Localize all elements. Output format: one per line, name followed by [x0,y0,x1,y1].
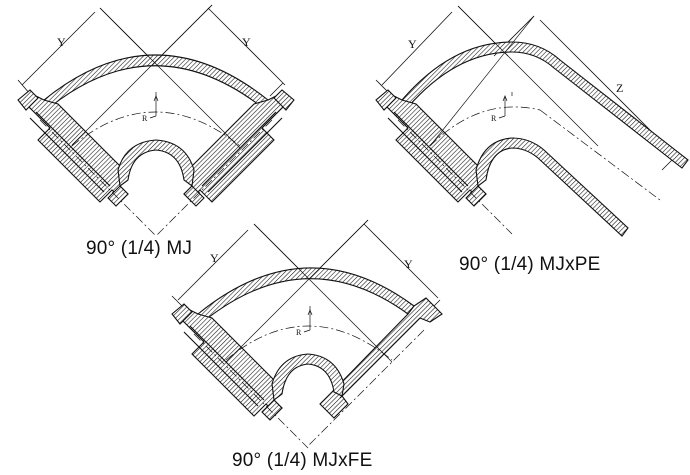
inner-wall [271,353,345,402]
caption-mj: 90° (1/4) MJ [86,238,193,259]
fitting-mjxpe: Y Z [375,5,689,237]
left-hub [25,95,129,203]
radius-marker: R [142,95,159,123]
caption-mjxfe: 90° (1/4) MJxFE [232,450,373,471]
centerlines [397,92,661,235]
fitting-mj: Y Y [17,4,295,237]
svg-text:Y: Y [242,35,251,49]
svg-text:R: R [296,328,302,337]
svg-text:Y: Y [408,37,417,51]
caption-mjxpe: 90° (1/4) MJxPE [459,254,601,275]
svg-text:R: R [142,114,148,123]
radius-marker: R [491,95,508,123]
right-hub [183,95,287,203]
outer-wall [401,41,689,169]
svg-text:Y: Y [404,257,413,271]
inner-wall [475,137,629,237]
left-hub [383,95,487,203]
svg-text:R: R [491,114,497,123]
svg-text:Z: Z [616,81,623,95]
right-flange [319,297,443,419]
svg-text:Y: Y [57,35,66,49]
fitting-mjxfe: Y Y [171,219,443,449]
left-hub [179,309,283,417]
dimension-y-right: Y [317,219,441,313]
inner-wall [117,139,195,188]
radius-marker: R [296,309,313,337]
svg-text:Y: Y [210,251,219,265]
